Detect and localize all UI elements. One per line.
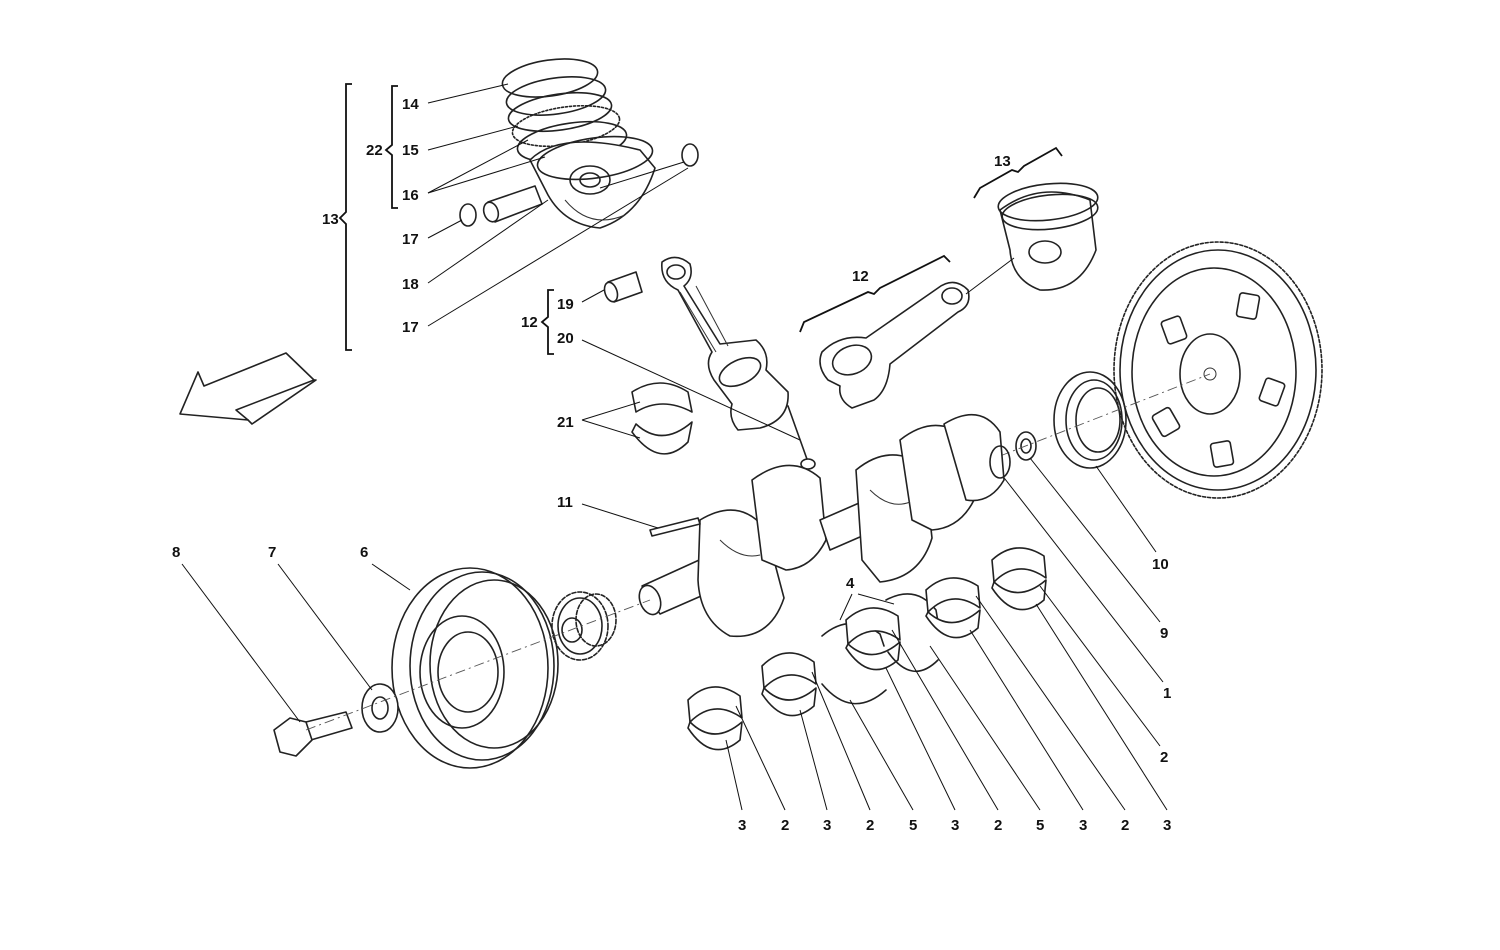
piston-leaders (427, 83, 689, 327)
piston (529, 135, 656, 229)
bottom-leaders (725, 595, 1168, 811)
leader-19 (581, 289, 605, 303)
brace-12-right (799, 254, 951, 333)
woodruff-key (649, 517, 701, 537)
label-18: 18 (402, 276, 419, 293)
brace-13-piston (338, 83, 352, 351)
rod-bolt (787, 405, 816, 470)
label-7: 7 (268, 544, 276, 561)
label-17-right: 17 (402, 319, 419, 336)
label-6: 6 (360, 544, 368, 561)
label-2-right: 2 (1160, 749, 1168, 766)
bottom-label-4: 2 (866, 817, 874, 834)
leader-6 (371, 563, 411, 591)
label-16: 16 (402, 187, 419, 204)
piston-pin (482, 185, 543, 223)
leader-21b (581, 419, 641, 439)
leader-1 (997, 469, 1164, 683)
label-17-left: 17 (402, 231, 419, 248)
label-4: 4 (846, 575, 855, 592)
crankshaft (638, 413, 1011, 638)
label-10: 10 (1152, 556, 1169, 573)
flywheel (1113, 241, 1323, 499)
brace-22 (384, 85, 398, 209)
bottom-label-11: 3 (1163, 817, 1171, 834)
label-12-rod: 12 (521, 314, 538, 331)
small-end-bush (603, 271, 643, 303)
label-21: 21 (557, 414, 574, 431)
bottom-label-10: 2 (1121, 817, 1129, 834)
oil-seal (1053, 371, 1127, 469)
label-19: 19 (557, 296, 574, 313)
bottom-labels: 3 2 3 2 5 3 2 5 3 2 3 (738, 817, 1171, 834)
connecting-rod (661, 256, 789, 431)
label-1: 1 (1163, 685, 1171, 702)
leader-10 (1095, 465, 1157, 553)
label-12-rod-right: 12 (852, 268, 869, 285)
bottom-label-3: 3 (823, 817, 831, 834)
conrod-right (819, 257, 1015, 409)
conrod-bearing-shells (631, 382, 693, 455)
front-direction-arrow-icon (179, 352, 317, 425)
piston-right (997, 182, 1099, 291)
leader-4a (839, 593, 853, 621)
leader-20 (581, 339, 801, 441)
leader-8 (181, 563, 301, 723)
bottom-label-5: 5 (909, 817, 917, 834)
leader-21a (581, 401, 641, 421)
label-9: 9 (1160, 625, 1168, 642)
bottom-label-6: 3 (951, 817, 959, 834)
pulley-bolt (273, 711, 353, 757)
circlip-left (459, 203, 477, 227)
circlip-right (681, 143, 699, 167)
pulley-washer (361, 683, 399, 733)
leader-11 (581, 503, 659, 529)
label-8: 8 (172, 544, 180, 561)
bottom-label-8: 5 (1036, 817, 1044, 834)
leader-4b (857, 593, 895, 605)
label-13-piston: 13 (322, 211, 339, 228)
leader-9 (1029, 457, 1161, 623)
bottom-label-2: 2 (781, 817, 789, 834)
leader-2-right (1039, 585, 1161, 747)
timing-gear (551, 591, 617, 661)
label-20: 20 (557, 330, 574, 347)
bottom-label-9: 3 (1079, 817, 1087, 834)
label-11: 11 (557, 494, 573, 511)
axis-flywheel (999, 373, 1211, 457)
bottom-label-7: 2 (994, 817, 1002, 834)
leader-7 (277, 563, 373, 691)
label-15: 15 (402, 142, 419, 159)
label-14: 14 (402, 96, 419, 113)
label-22: 22 (366, 142, 383, 159)
main-bearing-shells (687, 547, 1047, 751)
label-13-piston-right: 13 (994, 153, 1011, 170)
axis-crank (305, 599, 651, 731)
brace-12-rod (540, 289, 554, 355)
brace-13-right (973, 146, 1063, 199)
crank-pulley (391, 567, 559, 769)
bottom-label-1: 3 (738, 817, 746, 834)
